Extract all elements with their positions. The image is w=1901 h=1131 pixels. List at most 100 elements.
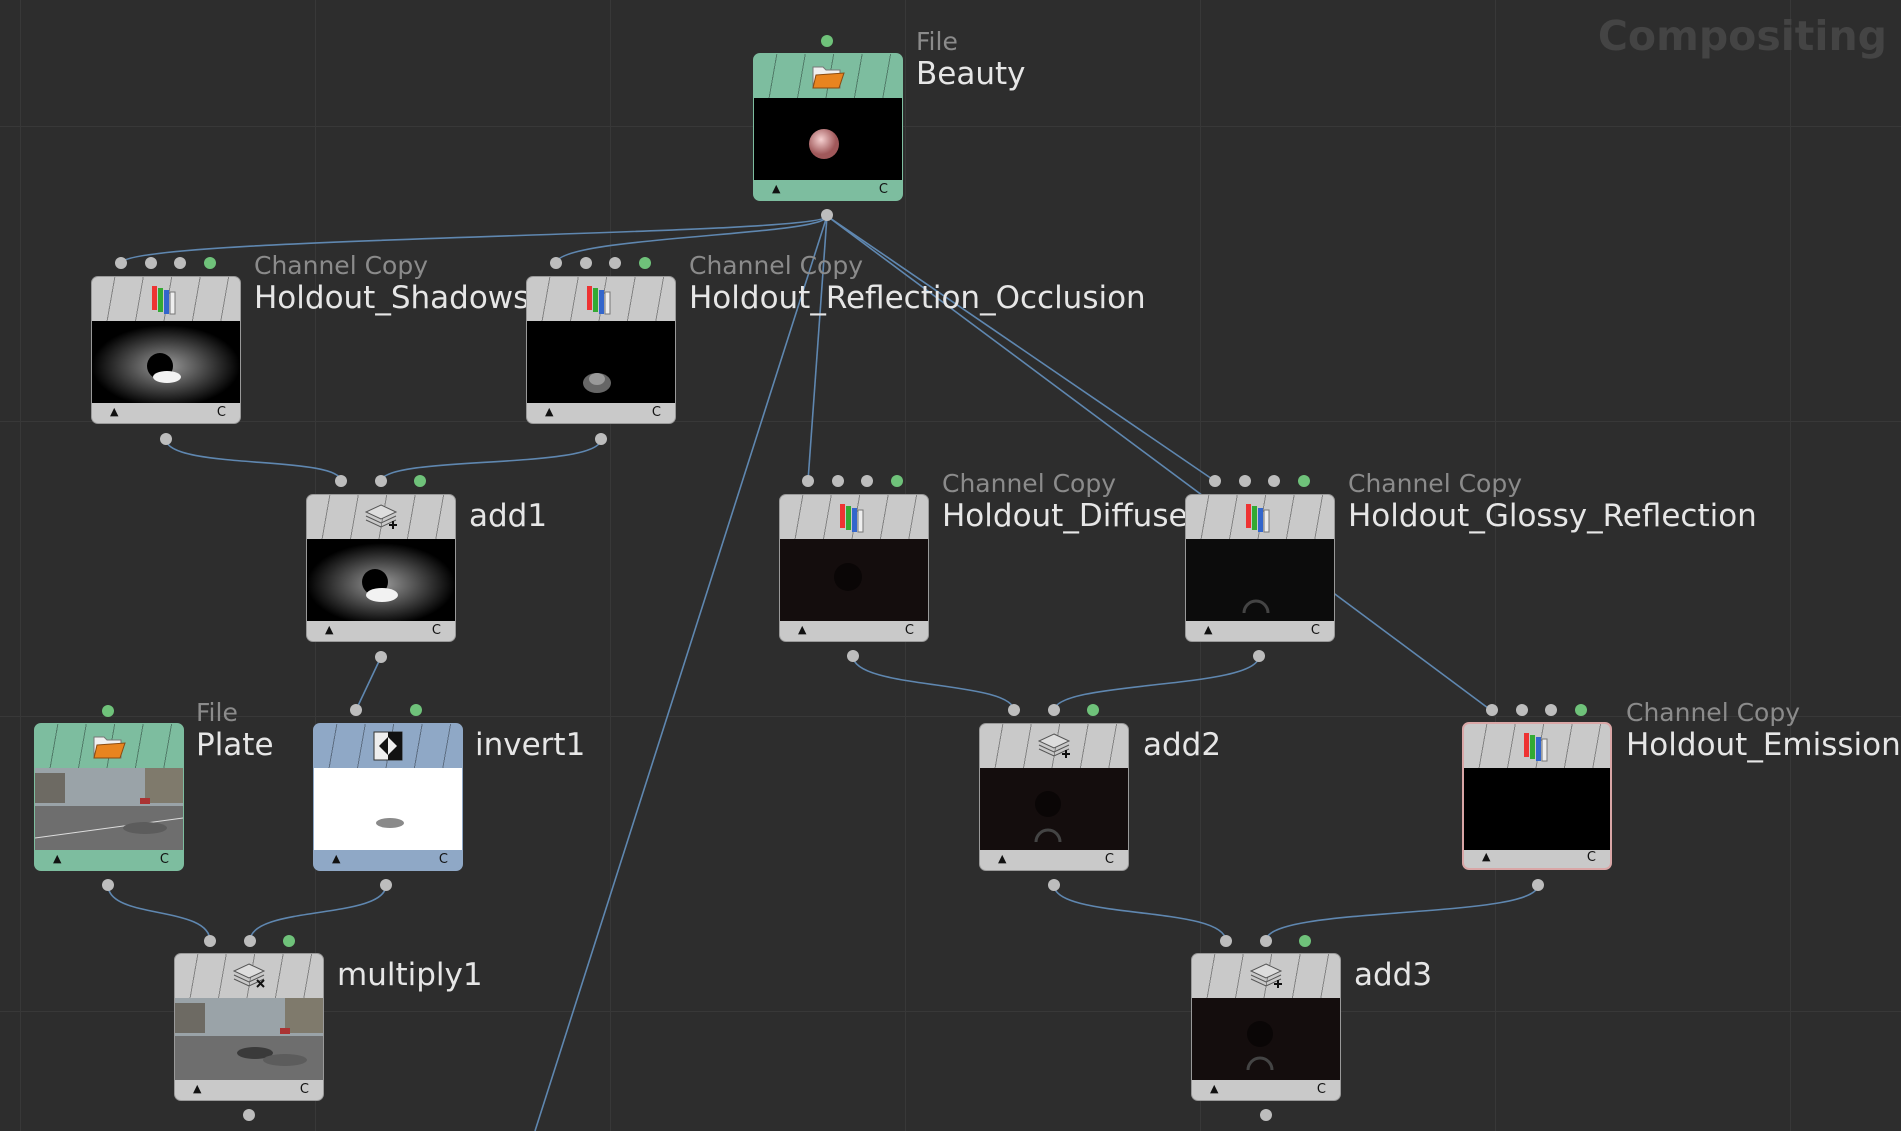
wire	[380, 438, 602, 482]
display-flag-icon[interactable]: ▲	[193, 1082, 202, 1095]
input-port[interactable]	[580, 257, 592, 269]
node-holdout-shadows[interactable]: ▲C	[91, 276, 241, 424]
node-name-label[interactable]: Holdout_Shadows	[254, 280, 530, 316]
node-name-label[interactable]: Holdout_Reflection_Occlusion	[689, 280, 1146, 316]
output-port[interactable]	[243, 1109, 255, 1121]
input-port[interactable]	[1486, 704, 1498, 716]
input-port[interactable]	[174, 257, 186, 269]
input-port[interactable]	[1545, 704, 1557, 716]
node-name-label[interactable]: Beauty	[916, 56, 1026, 92]
node-thumbnail	[780, 539, 928, 621]
input-port[interactable]	[1048, 704, 1060, 716]
node-name-label[interactable]: add1	[469, 498, 548, 534]
display-flag-icon[interactable]: ▲	[110, 405, 119, 418]
input-port[interactable]	[204, 935, 216, 947]
input-port[interactable]	[1239, 475, 1251, 487]
input-port[interactable]	[1260, 935, 1272, 947]
input-port[interactable]	[1575, 704, 1587, 716]
output-port[interactable]	[102, 879, 114, 891]
output-port[interactable]	[847, 650, 859, 662]
node-multiply1[interactable]: ▲C	[174, 953, 324, 1101]
input-port[interactable]	[204, 257, 216, 269]
output-port[interactable]	[102, 705, 114, 717]
display-flag-icon[interactable]: ▲	[53, 852, 62, 865]
display-flag-icon[interactable]: ▲	[772, 182, 781, 195]
node-thumbnail	[307, 539, 455, 621]
input-port[interactable]	[244, 935, 256, 947]
input-port[interactable]	[609, 257, 621, 269]
display-flag-icon[interactable]: ▲	[1210, 1082, 1219, 1095]
input-port[interactable]	[832, 475, 844, 487]
input-port[interactable]	[115, 257, 127, 269]
output-port[interactable]	[380, 879, 392, 891]
display-flag-icon[interactable]: ▲	[998, 852, 1007, 865]
input-port[interactable]	[414, 475, 426, 487]
node-type-label: Channel Copy	[689, 251, 863, 280]
display-flag-icon[interactable]: ▲	[332, 852, 341, 865]
output-port[interactable]	[375, 651, 387, 663]
output-port[interactable]	[821, 35, 833, 47]
node-name-label[interactable]: Holdout_Glossy_Reflection	[1348, 498, 1757, 534]
output-port[interactable]	[160, 433, 172, 445]
node-holdout-diffuse[interactable]: ▲C	[779, 494, 929, 642]
layers-add-icon	[1249, 963, 1283, 988]
input-port[interactable]	[1008, 704, 1020, 716]
input-port[interactable]	[410, 704, 422, 716]
input-port[interactable]	[861, 475, 873, 487]
output-port[interactable]	[595, 433, 607, 445]
cook-indicator: C	[651, 405, 661, 420]
node-add3[interactable]: ▲C	[1191, 953, 1341, 1101]
input-port[interactable]	[1268, 475, 1280, 487]
channel-copy-icon	[1246, 504, 1270, 533]
display-flag-icon[interactable]: ▲	[1482, 850, 1491, 863]
context-label: Compositing	[1597, 12, 1887, 60]
input-port[interactable]	[802, 475, 814, 487]
node-name-label[interactable]: add3	[1354, 957, 1433, 993]
input-port[interactable]	[1087, 704, 1099, 716]
node-invert1[interactable]: ▲C	[313, 723, 463, 871]
input-port[interactable]	[335, 475, 347, 487]
input-port[interactable]	[145, 257, 157, 269]
display-flag-icon[interactable]: ▲	[1204, 623, 1213, 636]
channel-copy-icon	[1524, 733, 1548, 762]
node-name-label[interactable]: Plate	[196, 727, 274, 763]
input-port[interactable]	[350, 704, 362, 716]
input-port[interactable]	[891, 475, 903, 487]
cook-indicator: C	[878, 182, 888, 197]
wire	[107, 884, 211, 942]
input-port[interactable]	[375, 475, 387, 487]
input-port[interactable]	[1209, 475, 1221, 487]
output-port[interactable]	[1260, 1109, 1272, 1121]
node-beauty[interactable]: ▲C	[753, 53, 903, 201]
output-port[interactable]	[821, 209, 833, 221]
node-holdout-emission[interactable]: ▲C	[1462, 722, 1612, 870]
node-thumbnail	[754, 98, 902, 180]
node-name-label[interactable]: Holdout_Diffuse	[942, 498, 1188, 534]
display-flag-icon[interactable]: ▲	[325, 623, 334, 636]
input-port[interactable]	[1299, 935, 1311, 947]
node-name-label[interactable]: add2	[1143, 727, 1222, 763]
display-flag-icon[interactable]: ▲	[798, 623, 807, 636]
node-holdout-reflection-occlusion[interactable]: ▲C	[526, 276, 676, 424]
node-add1[interactable]: ▲C	[306, 494, 456, 642]
input-port[interactable]	[639, 257, 651, 269]
input-port[interactable]	[550, 257, 562, 269]
input-port[interactable]	[1516, 704, 1528, 716]
node-name-label[interactable]: Holdout_Emission	[1626, 727, 1901, 763]
input-port[interactable]	[283, 935, 295, 947]
node-plate[interactable]: ▲C	[34, 723, 184, 871]
display-flag-icon[interactable]: ▲	[545, 405, 554, 418]
cook-indicator: C	[216, 405, 226, 420]
node-add2[interactable]: ▲C	[979, 723, 1129, 871]
output-port[interactable]	[1532, 879, 1544, 891]
output-port[interactable]	[1253, 650, 1265, 662]
node-holdout-glossy-reflection[interactable]: ▲C	[1185, 494, 1335, 642]
wire	[807, 215, 828, 482]
node-name-label[interactable]: multiply1	[337, 957, 483, 993]
input-port[interactable]	[1298, 475, 1310, 487]
input-port[interactable]	[1220, 935, 1232, 947]
node-thumbnail	[1192, 998, 1340, 1080]
wire	[1053, 655, 1260, 712]
output-port[interactable]	[1048, 879, 1060, 891]
node-name-label[interactable]: invert1	[475, 727, 586, 763]
